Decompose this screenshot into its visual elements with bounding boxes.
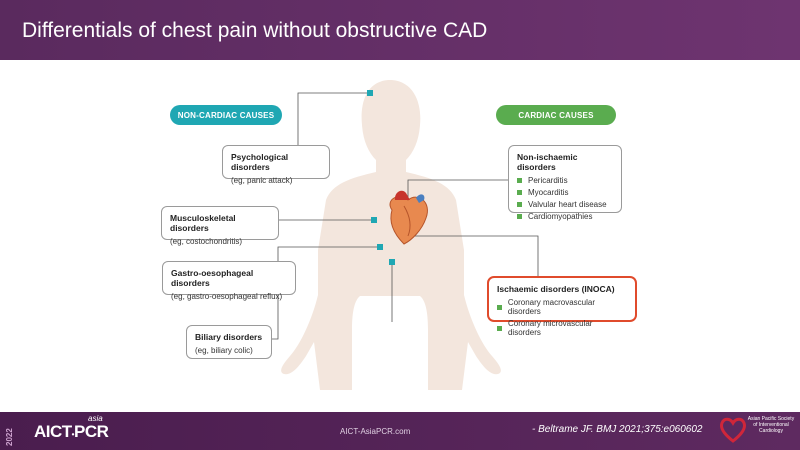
- psych-connector: [297, 92, 370, 145]
- box-title: Gastro-oesophageal disorders: [171, 268, 254, 288]
- psychological-disorders-box: Psychological disorders (eg, panic attac…: [222, 145, 330, 185]
- bullet-icon: [497, 325, 502, 331]
- connector-lines: [272, 92, 539, 340]
- slide-header: Differentials of chest pain without obst…: [0, 0, 800, 60]
- box-subtitle: (eg, costochondritis): [170, 237, 243, 246]
- non-ischaemic-disorders-box: Non-ischaemic disorders Pericarditis Myo…: [508, 145, 622, 221]
- list-item: Coronary microvascular disorders: [497, 319, 627, 337]
- list-item-label: Coronary microvascular disorders: [507, 319, 593, 337]
- chest-pain-diagram: NON-CARDIAC CAUSES CARDIAC CAUSES Psycho…: [0, 60, 800, 412]
- gastro-connector: [277, 246, 380, 265]
- list-item: Myocarditis: [517, 188, 613, 197]
- gastro-dot: [377, 244, 383, 250]
- list-item-label: Valvular heart disease: [528, 200, 607, 209]
- list-item-label: Coronary macrovascular disorders: [507, 298, 596, 316]
- list-item: Pericarditis: [517, 176, 613, 185]
- box-title: Musculoskeletal disorders: [170, 213, 236, 233]
- list-item-label: Pericarditis: [528, 176, 568, 185]
- box-title: Ischaemic disorders (INOCA): [497, 284, 615, 294]
- biliary-dot: [389, 259, 395, 265]
- citation: - Beltrame JF. BMJ 2021;375:e060602: [532, 424, 703, 435]
- musc-dot: [371, 217, 377, 223]
- list-item-label: Myocarditis: [528, 188, 569, 197]
- ischaemic-disorders-box: Ischaemic disorders (INOCA) Coronary mac…: [487, 276, 637, 337]
- cardiac-label: CARDIAC CAUSES: [496, 105, 616, 125]
- bullet-icon: [517, 190, 522, 195]
- apsic-text: Asian Pacific Society of Interventional …: [747, 416, 795, 434]
- list-item: Valvular heart disease: [517, 200, 613, 209]
- biliary-disorders-box: Biliary disorders (eg, biliary colic): [186, 325, 272, 359]
- brand-pcr: PCR: [73, 422, 109, 441]
- bullet-icon: [517, 214, 522, 219]
- psych-dot: [367, 90, 373, 96]
- list-item: Cardiomyopathies: [517, 212, 613, 221]
- isch-connector: [408, 235, 539, 276]
- body-silhouette: [281, 80, 501, 390]
- list-item: Coronary macrovascular disorders: [497, 298, 627, 316]
- diagram-graphics: [272, 80, 539, 390]
- year-label: 2022: [5, 428, 14, 446]
- bullet-icon: [517, 178, 522, 183]
- aict-logo: AICT•PCR: [34, 422, 109, 441]
- brand-aict: AICT: [34, 422, 72, 441]
- brand-asia: asia: [88, 414, 103, 423]
- musculoskeletal-disorders-box: Musculoskeletal disorders (eg, costochon…: [161, 206, 279, 246]
- box-subtitle: (eg, gastro-oesophageal reflux): [171, 292, 283, 301]
- page-title: Differentials of chest pain without obst…: [22, 19, 488, 42]
- website-link[interactable]: AICT-AsiaPCR.com: [340, 427, 411, 436]
- gastro-oesophageal-disorders-box: Gastro-oesophageal disorders (eg, gastro…: [162, 261, 296, 301]
- bullet-icon: [497, 304, 502, 310]
- non-cardiac-label: NON-CARDIAC CAUSES: [170, 105, 282, 125]
- slide-footer: 2022 AICT•PCR asia AICT-AsiaPCR.com - Be…: [0, 412, 800, 450]
- bullet-icon: [517, 202, 522, 207]
- apsic-logo-icon: [720, 417, 746, 443]
- ischaemic-list: Coronary macrovascular disorders Coronar…: [497, 298, 627, 337]
- non-ischaemic-list: Pericarditis Myocarditis Valvular heart …: [517, 176, 613, 221]
- heart-icon: [389, 190, 428, 245]
- list-item-label: Cardiomyopathies: [528, 212, 593, 221]
- box-title: Biliary disorders: [195, 332, 263, 342]
- box-subtitle: (eg, biliary colic): [195, 346, 253, 355]
- box-subtitle: (eg, panic attack): [231, 176, 293, 185]
- box-title: Psychological disorders: [231, 152, 289, 172]
- box-title: Non-ischaemic disorders: [517, 152, 578, 172]
